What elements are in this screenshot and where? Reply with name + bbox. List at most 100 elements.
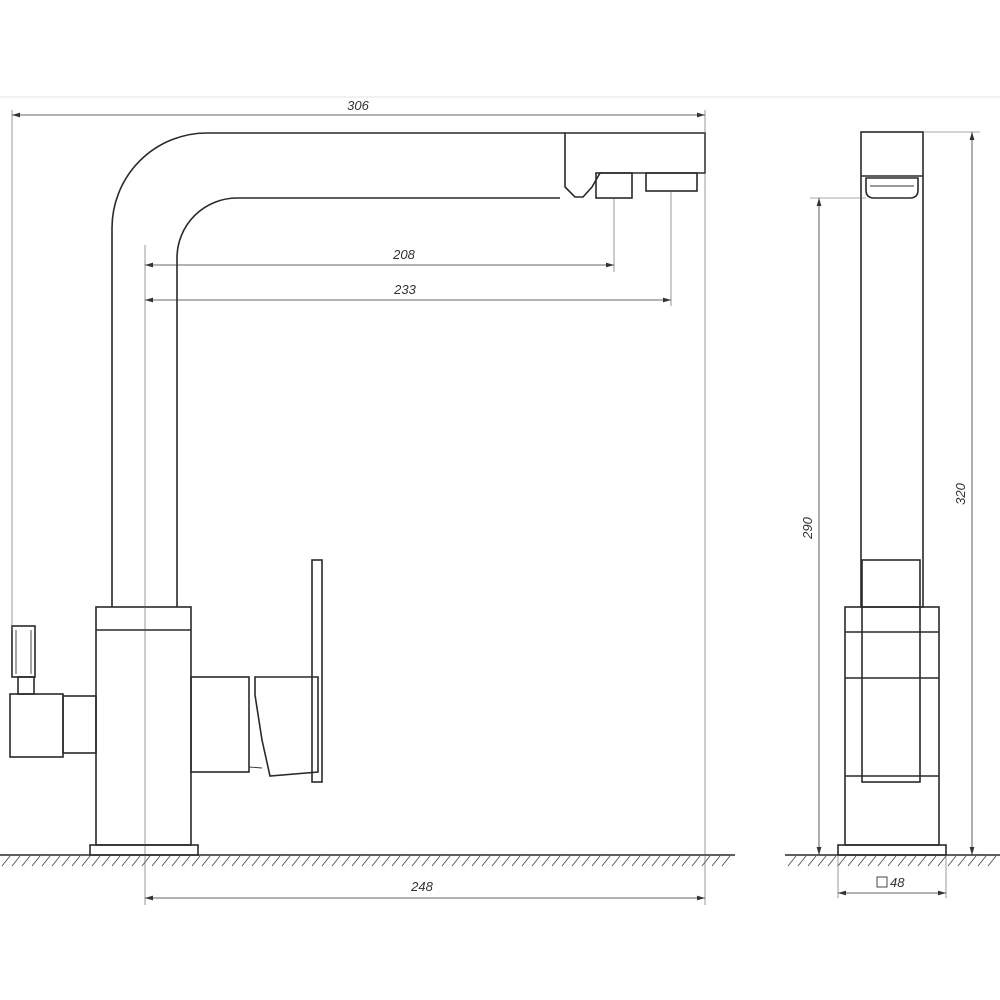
hatch-stroke <box>671 855 681 867</box>
hatch-stroke <box>917 855 927 867</box>
hatch-stroke <box>51 855 61 867</box>
side-column <box>860 131 924 608</box>
hatch-stroke <box>471 855 481 867</box>
hatch-stroke <box>211 855 221 867</box>
hatch-stroke <box>151 855 161 867</box>
hatch-stroke <box>451 855 461 867</box>
hatch-stroke <box>341 855 351 867</box>
side-ground-hatch <box>787 855 997 867</box>
lever-handle <box>254 676 319 777</box>
front-ground-hatch <box>1 855 731 867</box>
filter-valve-neck <box>62 695 97 754</box>
hatch-stroke <box>827 855 837 867</box>
hatch-stroke <box>361 855 371 867</box>
side-body <box>844 606 940 846</box>
hatch-stroke <box>71 855 81 867</box>
hatch-stroke <box>141 855 151 867</box>
hatch-stroke <box>41 855 51 867</box>
hatch-stroke <box>191 855 201 867</box>
hatch-stroke <box>481 855 491 867</box>
hatch-stroke <box>641 855 651 867</box>
hatch-stroke <box>987 855 997 867</box>
dim-label-306: 306 <box>347 98 369 113</box>
filter-valve-block <box>9 693 64 758</box>
dim-label-248: 248 <box>410 879 433 894</box>
aerator-small <box>595 172 633 199</box>
hatch-stroke <box>591 855 601 867</box>
hatch-stroke <box>837 855 847 867</box>
hatch-stroke <box>411 855 421 867</box>
hatch-stroke <box>181 855 191 867</box>
lever-neck <box>190 676 250 773</box>
side-base-plate <box>837 844 947 856</box>
hatch-stroke <box>661 855 671 867</box>
hatch-stroke <box>937 855 947 867</box>
hatch-stroke <box>241 855 251 867</box>
hatch-stroke <box>867 855 877 867</box>
hatch-stroke <box>681 855 691 867</box>
hatch-stroke <box>491 855 501 867</box>
hatch-stroke <box>371 855 381 867</box>
hatch-stroke <box>461 855 471 867</box>
front-view: 306 208 233 248 <box>0 98 735 905</box>
hatch-stroke <box>321 855 331 867</box>
hatch-stroke <box>331 855 341 867</box>
hatch-stroke <box>301 855 311 867</box>
hatch-stroke <box>311 855 321 867</box>
hatch-stroke <box>807 855 817 867</box>
lever-curve <box>248 766 263 769</box>
hatch-stroke <box>541 855 551 867</box>
square-symbol <box>876 876 888 888</box>
hatch-stroke <box>511 855 521 867</box>
hatch-stroke <box>91 855 101 867</box>
hatch-stroke <box>271 855 281 867</box>
hatch-stroke <box>907 855 917 867</box>
hatch-stroke <box>857 855 867 867</box>
hatch-stroke <box>521 855 531 867</box>
side-lever <box>861 559 921 783</box>
hatch-stroke <box>601 855 611 867</box>
hatch-stroke <box>621 855 631 867</box>
hatch-stroke <box>927 855 937 867</box>
hatch-stroke <box>291 855 301 867</box>
hatch-stroke <box>111 855 121 867</box>
faucet-body <box>95 606 192 846</box>
hatch-stroke <box>611 855 621 867</box>
hatch-stroke <box>787 855 797 867</box>
spout-head <box>564 132 706 198</box>
hatch-stroke <box>121 855 131 867</box>
hatch-stroke <box>551 855 561 867</box>
hatch-stroke <box>631 855 641 867</box>
hatch-stroke <box>977 855 987 867</box>
aerator-large <box>645 172 698 192</box>
hatch-stroke <box>11 855 21 867</box>
hatch-stroke <box>101 855 111 867</box>
dim-label-208: 208 <box>392 247 415 262</box>
hatch-stroke <box>691 855 701 867</box>
filter-valve-stem <box>17 676 35 695</box>
hatch-stroke <box>421 855 431 867</box>
hatch-stroke <box>721 855 731 867</box>
hatch-stroke <box>1 855 11 867</box>
spout-outer-contour <box>111 132 565 607</box>
hatch-stroke <box>441 855 451 867</box>
spout-inner-contour <box>176 197 560 607</box>
hatch-stroke <box>561 855 571 867</box>
hatch-stroke <box>847 855 857 867</box>
lever-plate <box>311 559 323 783</box>
hatch-stroke <box>221 855 231 867</box>
hatch-stroke <box>201 855 211 867</box>
hatch-stroke <box>251 855 261 867</box>
hatch-stroke <box>61 855 71 867</box>
hatch-stroke <box>21 855 31 867</box>
hatch-stroke <box>947 855 957 867</box>
hatch-stroke <box>957 855 967 867</box>
side-aerator <box>865 177 919 199</box>
hatch-stroke <box>81 855 91 867</box>
hatch-stroke <box>797 855 807 867</box>
hatch-stroke <box>651 855 661 867</box>
hatch-stroke <box>571 855 581 867</box>
hatch-stroke <box>401 855 411 867</box>
body-base-plate <box>89 844 199 856</box>
hatch-stroke <box>31 855 41 867</box>
